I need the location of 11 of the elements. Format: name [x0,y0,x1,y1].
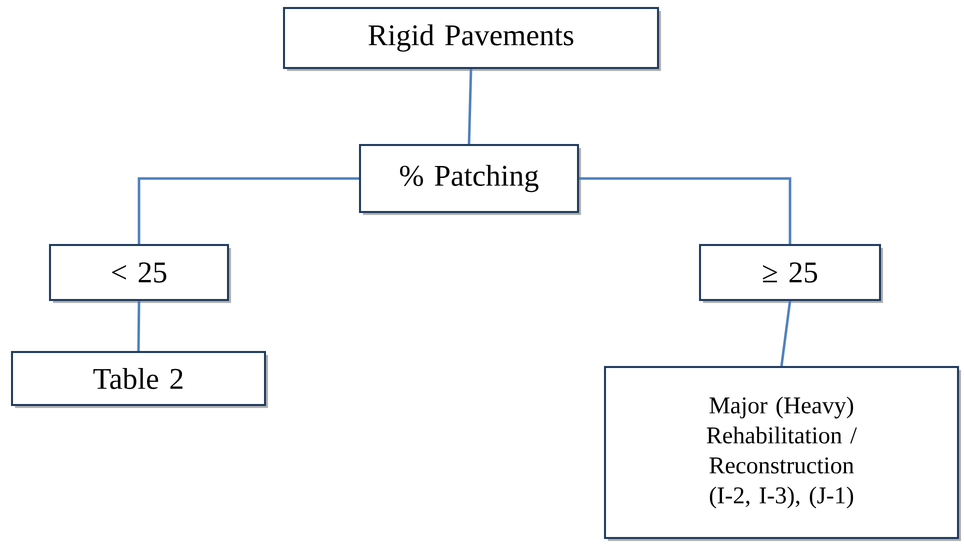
connector-line [780,300,792,366]
connector-line [468,68,472,144]
connector-line [579,177,792,244]
connector-line [137,301,140,352]
process-box: Rigid Pavements [283,7,661,71]
process-box: < 25 [49,244,231,303]
process-box: % Patching [359,144,581,215]
process-box: Table 2 [11,351,268,408]
process-box: Major (Heavy) Rehabilitation / Reconstruction (I-2, I-3), (J-1) [604,366,961,541]
process-box: ≥ 25 [699,244,883,303]
connector-line [138,177,359,244]
